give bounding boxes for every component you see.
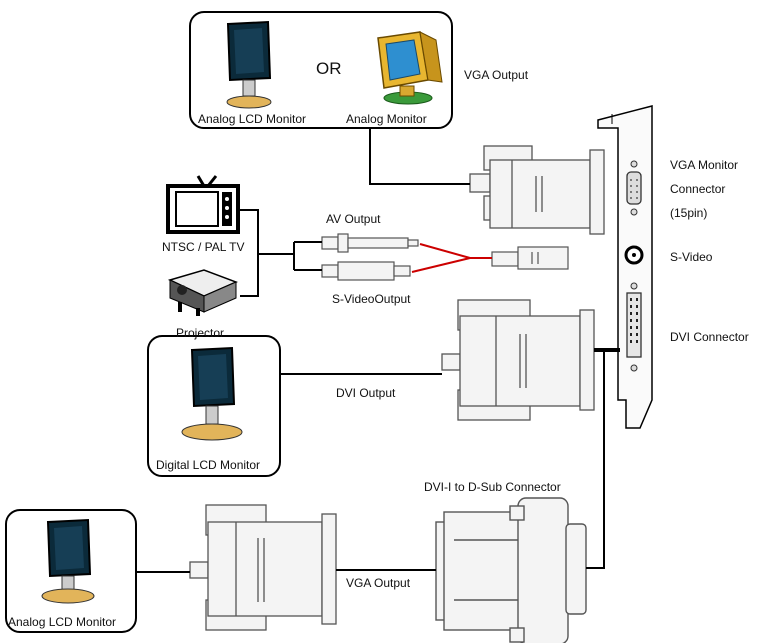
av-y-splitter: [411, 243, 492, 273]
projector-label: Projector: [176, 326, 225, 340]
tv-icon: [166, 175, 240, 234]
vga-monitor-connector-label-1: VGA Monitor: [670, 158, 739, 172]
vga-output-bottom-label: VGA Output: [346, 576, 411, 590]
av-output-label: AV Output: [326, 212, 381, 226]
analog-lcd-monitor-label: Analog LCD Monitor: [198, 112, 307, 126]
digital-lcd-monitor-label: Digital LCD Monitor: [156, 458, 261, 472]
vga-cable-connector: [469, 145, 605, 235]
dvi-connector-label: DVI Connector: [670, 330, 749, 344]
vga-output-top-label: VGA Output: [464, 68, 529, 82]
dvi-port-icon: [626, 282, 642, 372]
s-video-port-icon: [624, 245, 644, 265]
dvi-cable-junction: [594, 348, 620, 352]
vga-monitor-connector-label-2: Connector: [670, 182, 726, 196]
projector-icon: [167, 269, 238, 316]
vga-monitor-connector-label-3: (15pin): [670, 206, 708, 220]
ntsc-pal-tv-label: NTSC / PAL TV: [162, 240, 245, 254]
s-video-card-plug: [491, 246, 569, 270]
s-video-cable-plug: [321, 261, 411, 281]
s-video-label: S-Video: [670, 250, 713, 264]
dvi-cable-connector: [441, 299, 595, 421]
graphics-card-bracket: [597, 105, 653, 429]
vga-cable-connector-bottom: [189, 504, 337, 631]
digital-lcd-monitor-icon: [181, 346, 243, 441]
s-video-output-label: S-VideoOutput: [332, 292, 411, 306]
dvi-i-to-dsub-label: DVI-I to D-Sub Connector: [424, 480, 561, 494]
vga-port-icon: [626, 160, 642, 216]
crt-monitor-icon: [377, 31, 443, 105]
analog-lcd-monitor-bottom-label: Analog LCD Monitor: [8, 615, 117, 629]
connection-lines: [136, 128, 605, 573]
dvi-to-dsub-adapter: [435, 497, 587, 643]
analog-monitor-label: Analog Monitor: [346, 112, 427, 126]
lcd-monitor-icon: [226, 20, 272, 109]
or-label: OR: [316, 59, 342, 78]
analog-lcd-monitor-bottom-icon: [41, 518, 95, 604]
dvi-output-label: DVI Output: [336, 386, 396, 400]
av-cable-plug: [321, 233, 419, 253]
